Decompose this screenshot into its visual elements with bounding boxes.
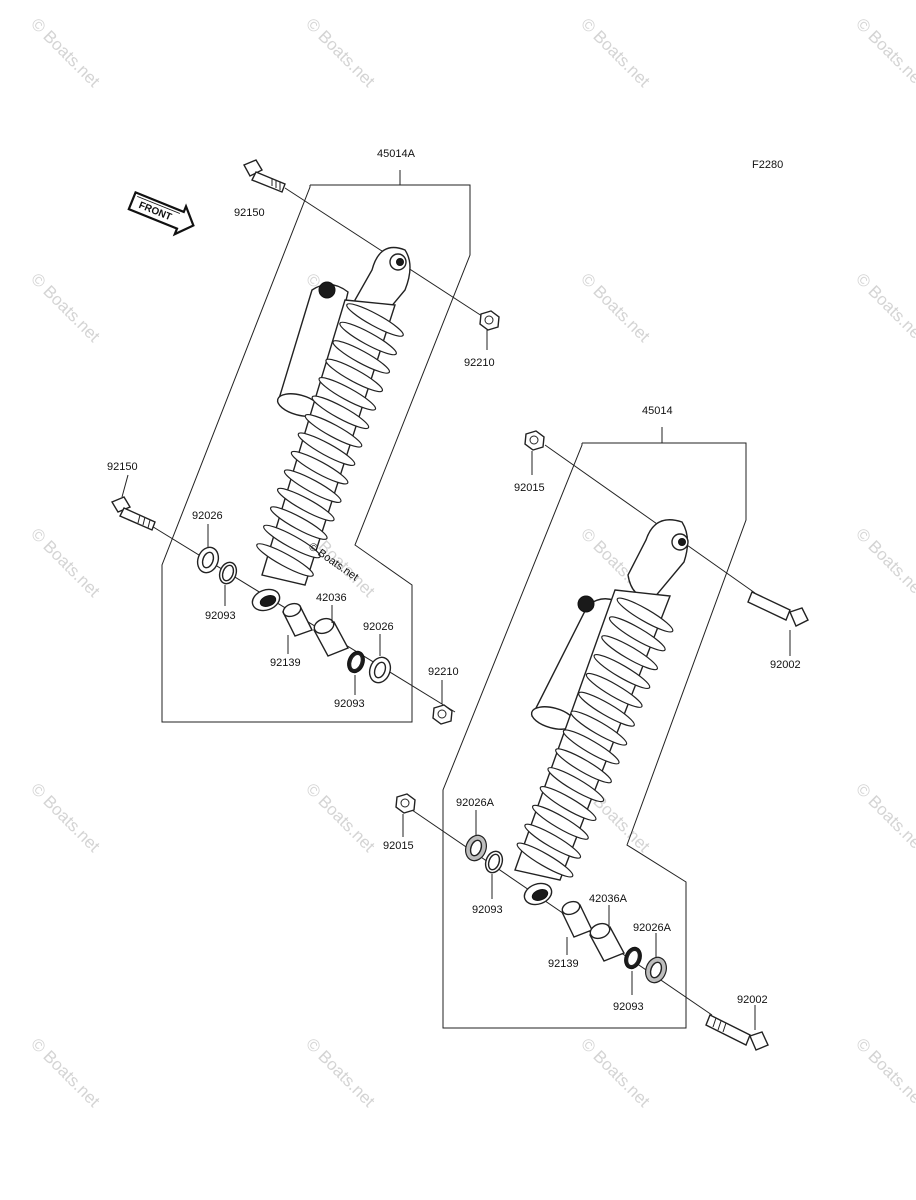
spring-coil: [555, 748, 612, 784]
b-shock-absorber: [514, 519, 689, 906]
spring-coil: [616, 597, 674, 633]
watermark: © Boats.net: [577, 1034, 654, 1111]
label-a-assembly: 45014A: [377, 148, 416, 160]
figure-code: F2280: [752, 159, 783, 171]
watermark: © Boats.net: [852, 14, 916, 91]
watermark: © Boats.net: [852, 1034, 916, 1111]
label-a-bushing: 92139: [270, 657, 301, 669]
watermark: © Boats.net: [27, 524, 104, 601]
label-b-nut-bottom: 92015: [383, 840, 414, 852]
spring-coil: [256, 543, 314, 577]
watermark: © Boats.net: [302, 1034, 379, 1111]
assembly-a-frame: [161, 184, 471, 723]
label-a-seal-left: 92093: [205, 610, 236, 622]
watermark: © Boats.net: [27, 1034, 104, 1111]
label-b-bolt-bottom: 92002: [737, 994, 768, 1006]
assembly-b-frame: [442, 442, 747, 1029]
watermark: © Boats.net: [27, 14, 104, 91]
label-b-collar: 42036A: [589, 893, 628, 905]
label-b-bolt-top: 92002: [770, 659, 801, 671]
spring-coil: [332, 340, 391, 374]
spring-coil: [325, 358, 384, 393]
b-top-nut: [524, 430, 545, 451]
spring-coil: [346, 303, 404, 337]
a-collar: [313, 617, 349, 657]
watermark: © Boats.net: [577, 14, 654, 91]
spring-coil: [562, 729, 620, 765]
watermark: © Boats.net: [27, 779, 104, 856]
spring-coil: [269, 506, 328, 540]
label-b-bushing: 92139: [548, 958, 579, 970]
b-collar: [589, 922, 625, 962]
spring-coil: [339, 321, 397, 356]
label-b-seal-right: 92093: [613, 1001, 644, 1013]
spring-coil: [290, 450, 349, 485]
spring-coil: [531, 804, 589, 840]
assembly-b: 45014 92015 92002 92015 92026A 92093 921…: [383, 405, 809, 1051]
spring-coil: [578, 691, 635, 727]
spring-coil: [283, 469, 342, 503]
a-bottom-bolt: [110, 496, 156, 531]
a-bushing: [282, 602, 313, 637]
label-a-washer-left: 92026: [192, 510, 223, 522]
b-top-bolt: [747, 591, 809, 627]
spring-coil: [524, 823, 582, 859]
label-b-assembly: 45014: [642, 405, 673, 417]
label-a-collar: 42036: [316, 592, 347, 604]
spring-coil: [585, 672, 643, 708]
spring-coil: [593, 653, 651, 690]
label-b-seal-left: 92093: [472, 904, 503, 916]
spring-coil: [297, 432, 356, 466]
a-bottom-nut: [432, 704, 453, 725]
spring-coil: [304, 414, 363, 448]
a-top-bolt: [243, 159, 286, 193]
spring-coil: [311, 395, 370, 430]
spring-coil: [547, 767, 605, 803]
a-shock-absorber: [251, 246, 411, 612]
spring-coil: [601, 635, 659, 671]
watermark: © Boats.net: [302, 14, 379, 91]
spring-coil: [516, 842, 574, 878]
watermark: © Boats.net: [302, 779, 379, 856]
label-b-washer-left: 92026A: [456, 797, 495, 809]
label-a-washer-right: 92026: [363, 621, 394, 633]
label-a-seal-right: 92093: [334, 698, 365, 710]
spring-coil: [608, 616, 666, 652]
label-b-nut-top: 92015: [514, 482, 545, 494]
b-bottom-nut: [395, 793, 416, 814]
watermark: © Boats.net: [27, 269, 104, 346]
b-bushing: [561, 900, 593, 938]
front-arrow-icon: FRONT: [127, 190, 195, 237]
spring-coil: [263, 524, 321, 559]
label-a-bolt-top: 92150: [234, 207, 265, 219]
assembly-a: © Boats.net 45014A 92150 92210 92150 920…: [107, 148, 500, 725]
spring-coil: [276, 487, 335, 522]
b-bottom-bolt: [705, 1014, 769, 1051]
watermark: © Boats.net: [852, 269, 916, 346]
label-b-washer-right: 92026A: [633, 922, 672, 934]
label-a-nut-top: 92210: [464, 357, 495, 369]
spring-coil: [318, 377, 377, 411]
watermark: © Boats.net: [577, 269, 654, 346]
watermark: © Boats.net: [852, 524, 916, 601]
label-a-bolt-bottom: 92150: [107, 461, 138, 473]
a-top-nut: [479, 310, 500, 331]
label-a-nut-bottom: 92210: [428, 666, 459, 678]
spring-coil: [539, 785, 597, 822]
watermark-layer: © Boats.net© Boats.net© Boats.net© Boats…: [27, 14, 916, 1111]
spring-coil: [570, 710, 628, 746]
watermark: © Boats.net: [852, 779, 916, 856]
